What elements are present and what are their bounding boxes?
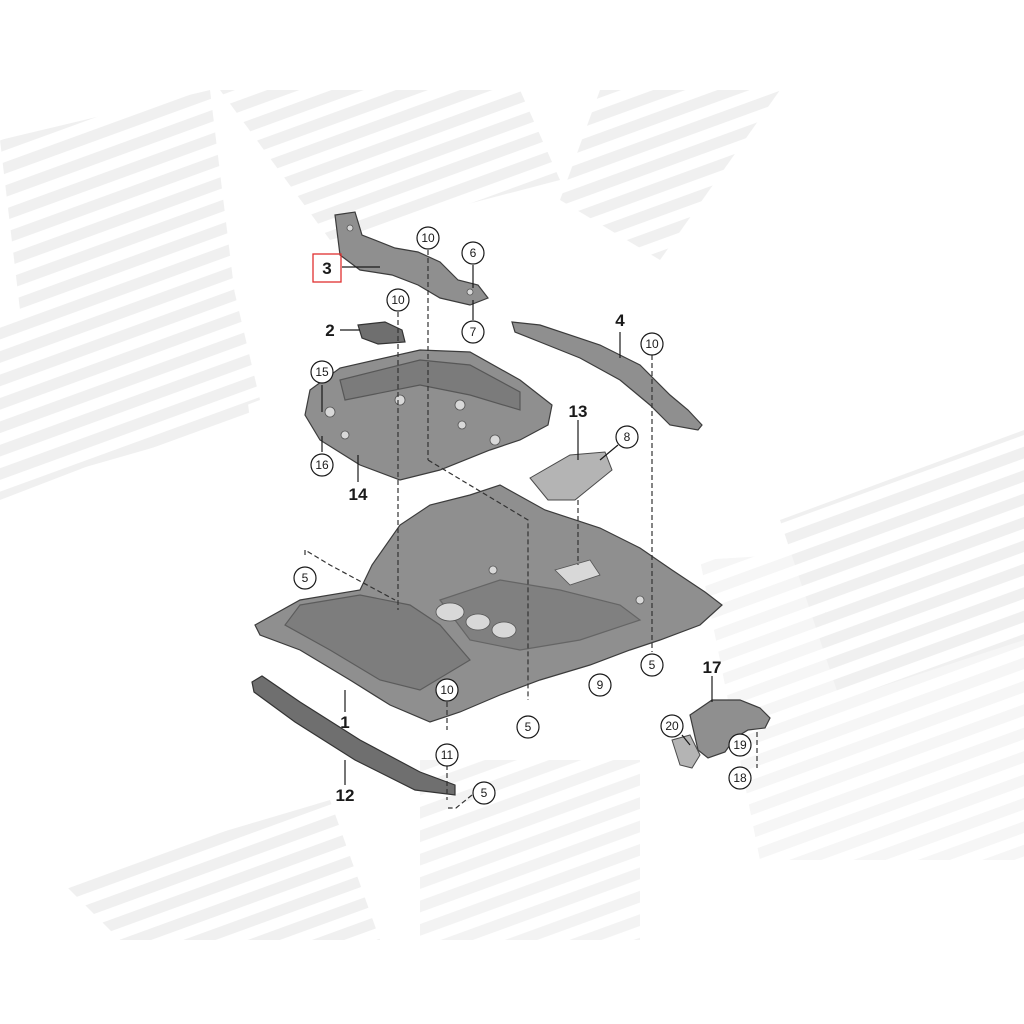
- label-part-17: 17: [703, 658, 722, 677]
- leader-lines: [304, 250, 758, 809]
- callout-10-strut: 10: [640, 332, 664, 356]
- svg-text:16: 16: [315, 458, 329, 472]
- callout-19: 19: [728, 733, 752, 757]
- part-17-liner: [671, 699, 771, 769]
- callout-9: 9: [588, 673, 612, 697]
- callout-20: 20: [660, 714, 684, 738]
- part-12-strip: [251, 675, 456, 796]
- svg-text:11: 11: [441, 748, 454, 762]
- selected-part-highlight: [312, 253, 342, 283]
- svg-text:10: 10: [391, 293, 405, 307]
- label-part-13: 13: [569, 402, 588, 421]
- callout-5-left: 5: [293, 566, 317, 590]
- svg-text:6: 6: [470, 246, 477, 260]
- watermark: [0, 90, 1024, 940]
- label-part-2: 2: [325, 321, 334, 340]
- svg-text:20: 20: [665, 719, 679, 733]
- svg-text:9: 9: [597, 678, 604, 692]
- callout-7: 7: [461, 320, 485, 344]
- label-part-14: 14: [349, 485, 368, 504]
- svg-text:19: 19: [733, 738, 747, 752]
- callout-10-bottom: 10: [435, 678, 459, 702]
- part-2-clip: [357, 321, 406, 345]
- svg-text:5: 5: [649, 658, 656, 672]
- label-part-1: 1: [340, 713, 349, 732]
- svg-text:10: 10: [645, 337, 659, 351]
- svg-text:10: 10: [440, 683, 454, 697]
- callout-6: 6: [461, 241, 485, 265]
- svg-text:18: 18: [733, 771, 747, 785]
- callout-11: 11: [435, 743, 459, 767]
- part-1-underbody: [254, 484, 723, 723]
- part-4-strut: [511, 321, 703, 431]
- callout-5-center: 5: [516, 715, 540, 739]
- callout-10-top: 10: [416, 226, 440, 250]
- svg-text:10: 10: [421, 231, 435, 245]
- callout-18: 18: [728, 766, 752, 790]
- part-3-bracket: [334, 211, 489, 306]
- callout-16: 16: [310, 453, 334, 477]
- callout-5-bottom: 5: [472, 781, 496, 805]
- svg-text:7: 7: [470, 325, 477, 339]
- svg-text:5: 5: [302, 571, 309, 585]
- callout-10-clip: 10: [386, 288, 410, 312]
- part-13-panel: [529, 451, 613, 501]
- svg-text:8: 8: [624, 430, 631, 444]
- label-part-3: 3: [322, 259, 331, 278]
- svg-text:15: 15: [315, 365, 329, 379]
- svg-text:5: 5: [525, 720, 532, 734]
- label-part-4: 4: [615, 311, 625, 330]
- label-part-12: 12: [336, 786, 355, 805]
- callout-5-right: 5: [640, 653, 664, 677]
- callout-8: 8: [615, 425, 639, 449]
- callout-15: 15: [310, 360, 334, 384]
- svg-text:5: 5: [481, 786, 488, 800]
